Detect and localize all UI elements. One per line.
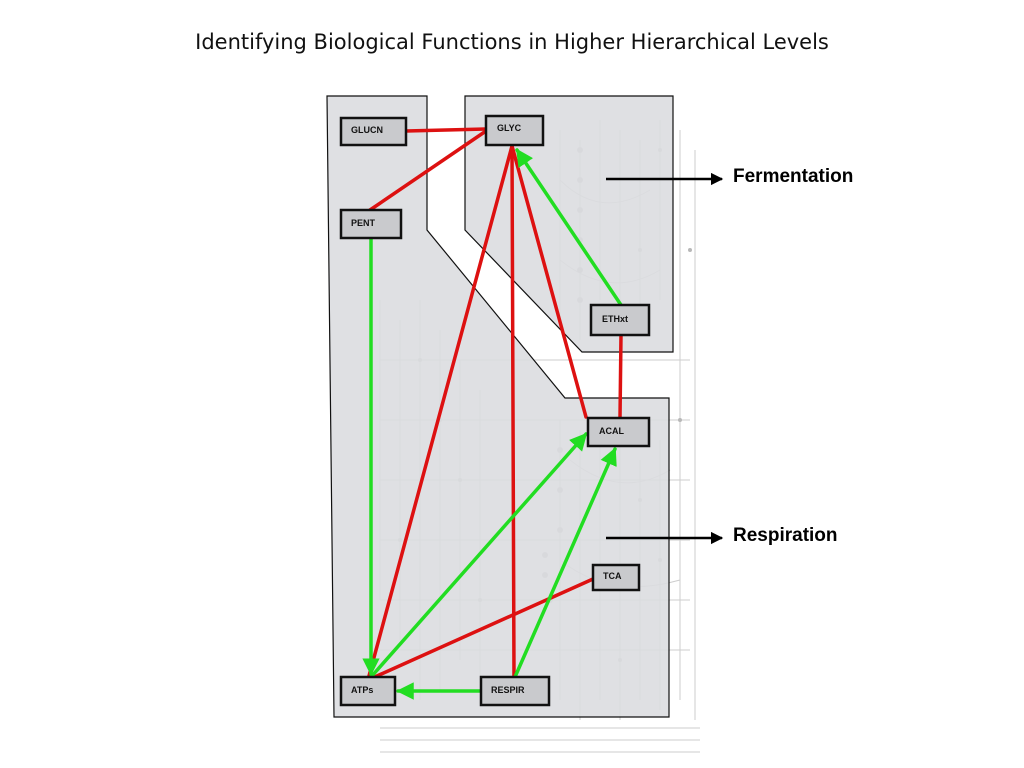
node-label-glucn: GLUCN (351, 125, 383, 135)
edge-pent-glyc (368, 129, 488, 212)
node-label-pent: PENT (351, 218, 376, 228)
node-atps[interactable]: ATPs (339, 675, 397, 707)
edge-ethxt-acal (618, 333, 623, 420)
edge-glyc-atps (367, 144, 514, 678)
node-pent[interactable]: PENT (339, 208, 403, 240)
respiration-region (326, 95, 670, 718)
edge-glucn-glyc (404, 127, 488, 133)
node-label-acal: ACAL (599, 426, 624, 436)
edge-atps-acal (369, 432, 588, 679)
edge-glyc-acal (510, 144, 588, 419)
node-acal[interactable]: ACAL (586, 416, 651, 448)
node-ethxt[interactable]: ETHxt (589, 303, 651, 337)
edge-ethxt-glyc (515, 148, 623, 307)
respiration-label: Respiration (733, 525, 838, 546)
edge-tca-atps (366, 577, 595, 682)
green-edges (362, 148, 623, 700)
node-label-respir: RESPIR (491, 685, 525, 695)
node-glucn[interactable]: GLUCN (339, 116, 408, 147)
edge-glyc-respir (510, 144, 516, 679)
red-edges (366, 127, 623, 682)
edge-respir-acal (513, 447, 617, 679)
slide-title: Identifying Biological Functions in High… (195, 30, 829, 54)
fermentation-label: Fermentation (733, 166, 854, 187)
node-label-ethxt: ETHxt (602, 314, 628, 324)
node-glyc[interactable]: GLYC (484, 114, 545, 147)
node-label-tca: TCA (603, 571, 622, 581)
node-label-atps: ATPs (351, 685, 373, 695)
node-label-glyc: GLYC (497, 123, 522, 133)
node-respir[interactable]: RESPIR (479, 675, 551, 707)
node-tca[interactable]: TCA (591, 563, 641, 592)
